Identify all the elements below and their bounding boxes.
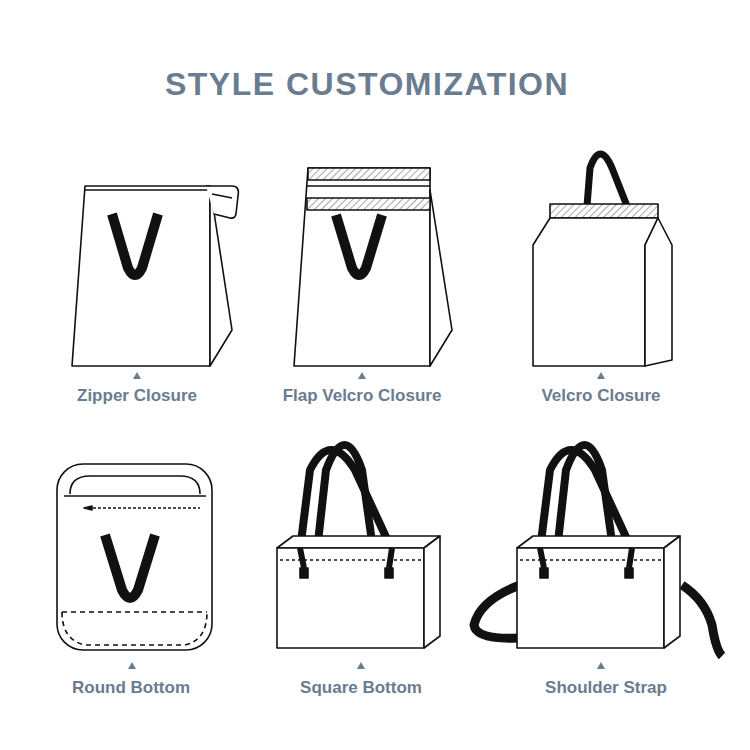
square-bottom-bag [277, 445, 440, 648]
zipper-bag [72, 186, 238, 366]
pointer-triangles [128, 372, 605, 669]
style-label: Flap Velcro Closure [283, 386, 442, 406]
style-label: Shoulder Strap [545, 678, 667, 698]
style-label: Round Bottom [72, 678, 190, 698]
style-label: Zipper Closure [77, 386, 197, 406]
page-title: STYLE CUSTOMIZATION [165, 66, 569, 103]
velcro-bag [533, 154, 672, 366]
style-label: Velcro Closure [541, 386, 660, 406]
flap-velcro-bag [294, 168, 452, 366]
round-bottom-bag [57, 464, 212, 650]
shoulder-strap-bag [474, 445, 722, 656]
style-label: Square Bottom [300, 678, 422, 698]
